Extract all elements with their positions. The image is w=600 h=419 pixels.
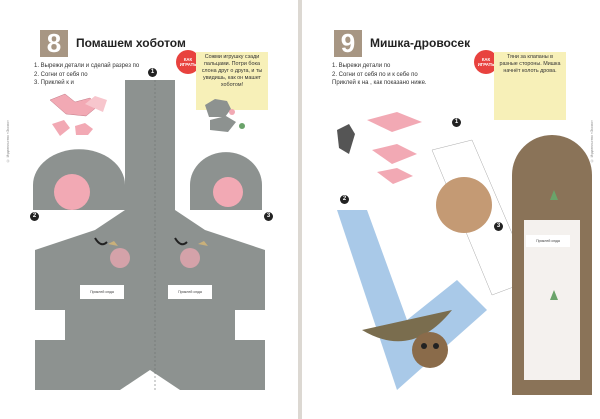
tip-text: Тяни за клапаны в разные стороны. Мишка … (499, 54, 561, 74)
tip-box: Тяни за клапаны в разные стороны. Мишка … (494, 52, 566, 120)
glue-label-left: Приклей сюда (80, 285, 124, 299)
glue-label-right: Приклей сюда (168, 285, 212, 299)
tip-box: Сожми игрушку сзади пальцами. Потри бока… (196, 52, 268, 110)
ear-left (33, 149, 125, 210)
step-1: 1. Вырежи детали и сделай разрез по (34, 63, 140, 69)
step-2: 2. Согни от себя по и к себе по (332, 71, 418, 78)
part-number-1: 1 (452, 118, 461, 127)
ear-right (190, 152, 262, 210)
assembly-sketch (337, 112, 422, 184)
step-3: 3. Приклей к и (34, 80, 74, 86)
spine (298, 0, 302, 419)
strip-part-3 (512, 135, 592, 395)
part-number-1: 1 (148, 68, 157, 77)
elephant-body (35, 80, 265, 390)
part-number-3: 3 (264, 212, 273, 221)
bear-template (337, 112, 592, 395)
activity-number: 8 (40, 30, 68, 57)
step-1: 1. Вырежи детали по (332, 63, 391, 69)
step-3: Приклей к на , как показано ниже. (332, 80, 427, 86)
instructions: 1. Вырежи детали по 2. Согни от себя по … (332, 62, 427, 88)
page-left: © Издательство «Эксмо» 8 Помашем хоботом… (0, 0, 298, 419)
elephant-template (33, 80, 265, 390)
page-title: Мишка-дровосек (370, 36, 471, 50)
bear-piece-2 (337, 210, 487, 390)
page-right: © Издательство «Эксмо» 9 Мишка-дровосек … (302, 0, 600, 419)
part-number-2: 2 (340, 195, 349, 204)
page-title: Помашем хоботом (76, 36, 186, 50)
part-number-2: 2 (30, 212, 39, 221)
part-number-3: 3 (494, 222, 503, 231)
tip-text: Сожми игрушку сзади пальцами. Потри бока… (201, 54, 263, 88)
badge-label: КАК ИГРАТЬ (179, 57, 197, 67)
activity-number: 9 (334, 30, 362, 57)
glue-label: Приклей сюда (526, 235, 570, 247)
instructions: 1. Вырежи детали и сделай разрез по 2. С… (34, 62, 139, 88)
step-2: 2. Согни от себя по (34, 71, 88, 78)
assembly-sketch (49, 93, 245, 136)
badge-label: КАК ИГРАТЬ (477, 57, 495, 67)
